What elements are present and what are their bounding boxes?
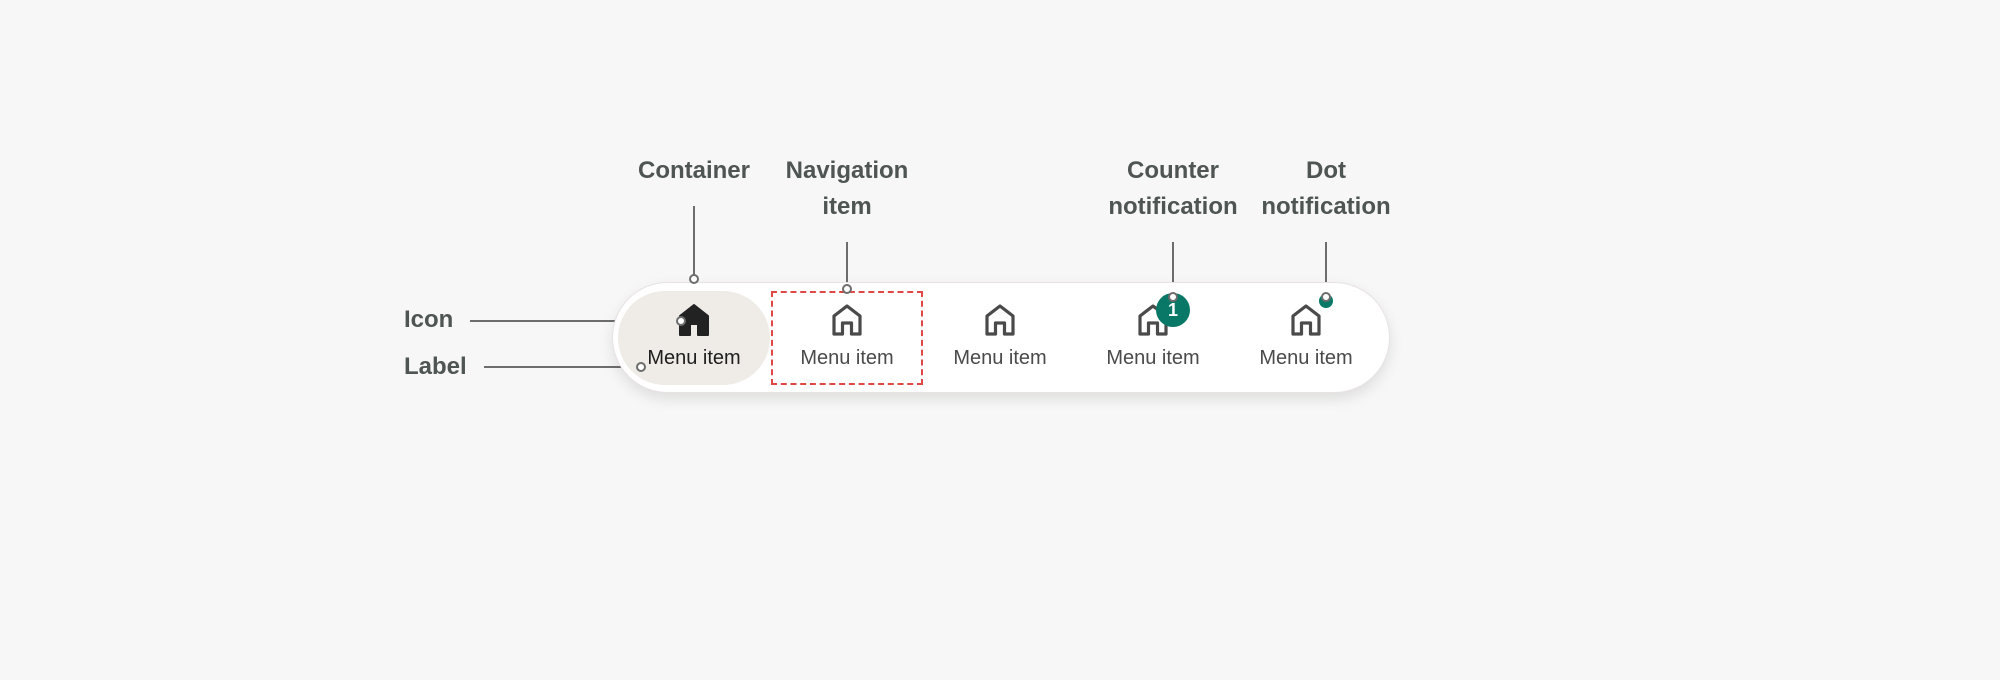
leader-line-label	[484, 366, 636, 368]
home-icon	[1291, 304, 1321, 336]
leader-line-icon	[470, 320, 680, 322]
callout-container: Container	[637, 157, 750, 184]
nav-item-3[interactable]: Menu item	[924, 291, 1076, 385]
marker-icon	[676, 316, 686, 326]
home-icon	[832, 304, 862, 336]
callout-label: Label	[404, 353, 467, 380]
nav-item-4[interactable]: Menu item	[1077, 291, 1229, 385]
nav-item-label: Menu item	[800, 347, 894, 369]
nav-item-label: Menu item	[1106, 347, 1200, 369]
marker-container	[689, 274, 699, 284]
marker-dot	[1321, 292, 1331, 302]
navigation-bar-container: Menu item Menu item Menu item Menu item …	[612, 282, 1390, 393]
leader-line-counter	[1172, 242, 1174, 296]
nav-item-label: Menu item	[1259, 347, 1353, 369]
nav-item-label: Menu item	[953, 347, 1047, 369]
leader-line-navigation-item	[846, 242, 848, 289]
callout-navigation-item: Navigation item	[785, 157, 909, 220]
callout-counter-notification: Counter notification	[1108, 157, 1238, 220]
marker-counter	[1168, 292, 1178, 302]
home-icon	[985, 304, 1015, 336]
nav-item-label: Menu item	[647, 347, 741, 369]
marker-navigation-item	[842, 284, 852, 294]
nav-item-5[interactable]: Menu item	[1230, 291, 1382, 385]
callout-dot-notification: Dot notification	[1261, 157, 1391, 220]
callout-icon: Icon	[404, 306, 454, 333]
marker-label	[636, 362, 646, 372]
nav-item-2[interactable]: Menu item	[771, 291, 923, 385]
leader-line-dot	[1325, 242, 1327, 297]
leader-line-container	[693, 206, 695, 279]
